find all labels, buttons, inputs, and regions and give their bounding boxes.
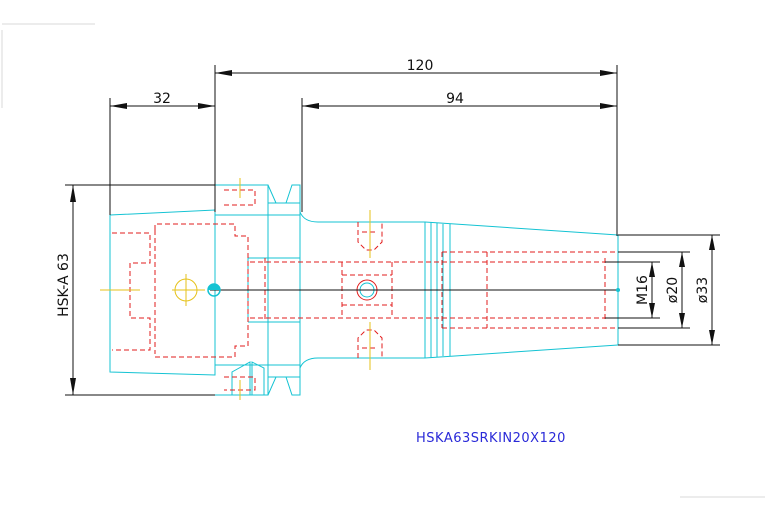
main-axis (207, 283, 620, 297)
dim-overall-length: 120 (407, 58, 434, 74)
dim-bore-diameter: ø20 (665, 277, 681, 303)
dim-thread: M16 (635, 275, 651, 305)
centerlines (100, 178, 371, 400)
dim-shank-label: HSK-A 63 (56, 253, 72, 317)
dim-flange-length: 32 (153, 91, 171, 107)
dim-nose-diameter: ø33 (695, 277, 711, 303)
dimension-lines (65, 65, 720, 396)
part-code-label: HSKA63SRKIN20X120 (416, 431, 566, 446)
frame-corners (1, 23, 765, 498)
dim-body-length: 94 (446, 91, 464, 107)
hidden-lines (112, 189, 618, 391)
